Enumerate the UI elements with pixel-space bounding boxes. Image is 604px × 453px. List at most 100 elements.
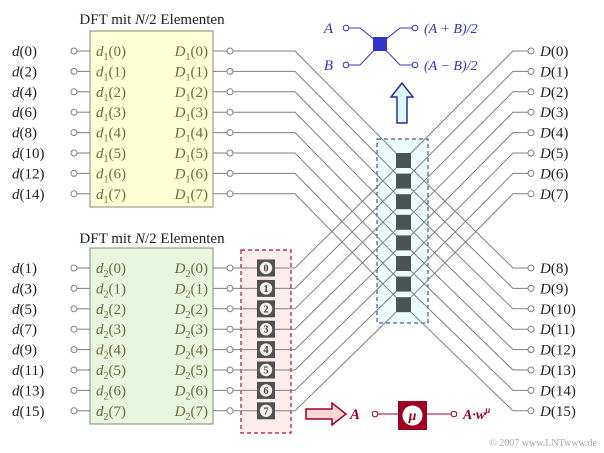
bottom-input-node [70,325,78,333]
output-label: D(15) [539,404,576,420]
butterfly-sum-wire [410,193,528,298]
top-output-wire [213,70,397,174]
output-node [527,407,535,415]
top-input-label: d(10) [12,146,45,162]
right-arrow-icon [305,401,348,427]
twiddle-index: 2 [264,304,269,315]
butterfly-sum-wire [410,70,528,174]
top-input-label: d(2) [12,64,37,80]
output-label: D(3) [539,105,568,121]
output-node [527,129,535,137]
top-input-label: d(8) [12,126,37,142]
output-node [527,346,535,354]
butterfly-sum-wire [410,172,528,277]
twiddle-legend-node-out [450,410,458,418]
legend-node-sum [411,24,419,32]
output-node [527,366,535,374]
butterfly-sum-wire [410,132,528,236]
butterfly-sum-wire [410,50,528,154]
bottom-inner-input-label: d2(3) [96,322,126,341]
top-inner-input-label: d1(5) [96,146,126,165]
top-input-node [70,47,78,55]
top-output-wire [213,172,397,277]
top-inner-output-label: D1(1) [174,64,208,83]
twiddle-legend: A μ A·wμ [349,401,490,430]
output-node [527,149,535,157]
top-output-node [226,88,234,96]
top-output-wire [213,50,397,154]
legend-output-sum: (A + B)/2 [424,22,478,37]
legend-input-a: A [323,21,334,37]
bottom-inner-input-label: d2(6) [96,383,126,402]
butterfly-sum-wire [410,152,528,257]
top-inner-input-label: d1(2) [96,85,126,104]
twiddle-circle [259,404,273,417]
bottom-inner-input-label: d2(7) [96,404,126,423]
output-label: D(9) [539,281,568,297]
top-input-label: d(0) [12,44,37,60]
butterfly-sum-wire [410,111,528,216]
output-label: D(13) [539,363,576,379]
bottom-output-node [226,325,234,333]
top-inner-output-label: D1(7) [174,187,208,206]
output-node [527,108,535,116]
bottom-output-node [226,386,234,394]
output-node [527,88,535,96]
bottom-output-node [226,407,234,415]
twiddle-circle [259,261,273,275]
bottom-output-wire [213,311,397,412]
bottom-output-wire [213,270,397,371]
butterfly-sum-wire [410,91,528,195]
twiddle-index: 1 [264,284,269,295]
top-output-wire [213,193,397,298]
bottom-input-node [70,264,78,272]
butterfly-diff-wire [410,291,528,391]
bottom-output-node [226,346,234,354]
top-block-title: DFT mit N/2 Elementen [79,12,225,28]
butterfly-node [396,173,411,189]
bottom-input-label: d(11) [12,363,44,379]
twiddle-index: 6 [264,386,269,397]
top-inner-output-label: D1(4) [174,126,208,145]
bottom-inner-input-label: d2(5) [96,363,126,382]
top-input-node [70,108,78,116]
output-label: D(12) [539,343,576,359]
output-label: D(11) [539,322,575,338]
output-node [527,284,535,292]
bottom-input-label: d(13) [12,383,45,399]
top-inner-output-label: D1(0) [174,44,208,63]
legend-node-b [342,61,350,69]
butterfly-node [396,297,411,313]
bottom-inner-input-label: d2(2) [96,302,126,321]
bottom-input-label: d(5) [12,302,37,318]
top-inner-input-label: d1(7) [96,187,126,206]
twiddle-index: 0 [264,264,269,275]
top-input-node [70,67,78,75]
bottom-input-label: d(9) [12,343,37,359]
top-inner-input-label: d1(3) [96,105,126,124]
legend-input-b: B [324,58,333,74]
output-node [527,305,535,313]
butterfly-node [396,153,411,168]
legend-node-diff [411,61,419,69]
butterfly-group-box [376,138,429,324]
output-node [527,67,535,75]
top-input-node [70,149,78,157]
top-inner-input-label: d1(4) [96,126,126,145]
top-input-node [70,190,78,198]
twiddle-index: 5 [264,366,269,377]
output-label: D(10) [539,302,576,318]
output-label: D(2) [539,85,568,101]
top-output-node [226,190,234,198]
top-inner-output-label: D1(3) [174,105,208,124]
twiddle-index: 7 [264,406,269,417]
output-label: D(6) [539,166,568,182]
butterfly-node [396,256,411,271]
butterfly-node [396,276,411,292]
top-inner-output-label: D1(6) [174,166,208,185]
top-output-wire [213,132,397,236]
top-input-label: d(6) [12,105,37,121]
bottom-input-node [70,346,78,354]
output-label: D(8) [539,261,568,277]
